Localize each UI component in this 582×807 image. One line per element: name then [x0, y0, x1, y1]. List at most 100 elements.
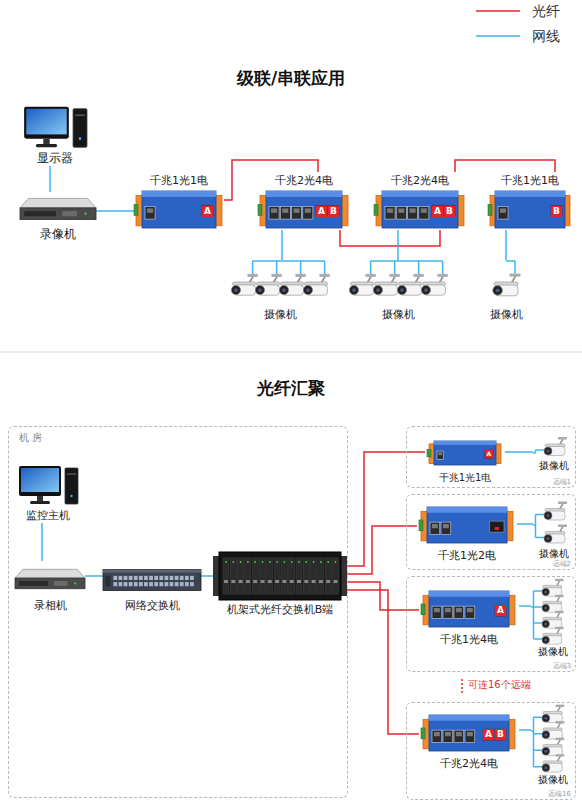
camera-group: 摄像机 — [232, 260, 328, 322]
port-holder: B — [444, 206, 455, 217]
device-label: 录像机 — [40, 227, 76, 241]
port-letter: B — [551, 206, 562, 217]
camera-group: 摄像机 — [533, 501, 575, 561]
network-cable — [96, 210, 134, 212]
legend-fiber-line — [476, 10, 520, 12]
note-text: 可连16个远端 — [468, 679, 531, 690]
device-label: 摄像机 — [539, 460, 569, 471]
device-label: 千兆2光4电 — [440, 757, 498, 770]
network-cable — [397, 230, 399, 260]
remote-site-box: 千兆1光1电 A 摄像机远端1 — [406, 426, 576, 488]
port-holder: B — [551, 206, 562, 217]
fiber-line — [340, 230, 440, 246]
device-label: 摄像机 — [538, 646, 568, 657]
device-label: 机架式光纤交换机B端 — [227, 603, 334, 616]
fiber-line — [347, 590, 419, 734]
label-holder: 远端3 — [553, 662, 571, 670]
remote-site-box: 千兆2光4电 AB 摄像机远端16 — [406, 702, 576, 800]
device-label: 千兆2光4电 — [275, 174, 333, 187]
section-title: 光纤汇聚 — [257, 378, 325, 398]
network-cable — [505, 230, 507, 260]
video-recorder: 录相机 — [15, 561, 85, 613]
device-label: 显示器 — [37, 151, 73, 165]
port-letter: A — [483, 729, 494, 740]
label-holder: 千兆1光2电 — [417, 549, 517, 562]
site-label: 远端2 — [553, 560, 571, 568]
media-converter: 千兆1光4电 A — [419, 589, 519, 647]
network-cable — [519, 729, 531, 731]
label-holder: 显示器 — [22, 151, 88, 165]
device-label: 摄像机 — [538, 774, 568, 785]
device-label: 录相机 — [34, 599, 67, 612]
media-converter: 千兆2光4电 AB — [419, 713, 519, 771]
camera-group: 摄像机 — [533, 437, 575, 473]
label-holder: 摄像机 — [531, 646, 575, 658]
camera-group: 摄像机 — [350, 260, 446, 322]
fiber-line — [455, 160, 555, 172]
port-letter: A — [432, 206, 443, 217]
device-label: 摄像机 — [539, 548, 569, 559]
label-holder: 摄像机 — [533, 548, 575, 560]
network-cable — [41, 523, 43, 561]
device-label: 千兆2光4电 — [391, 174, 449, 187]
port-holder: B — [495, 729, 506, 740]
label-holder: 远端16 — [548, 790, 571, 798]
legend-text: 网线 — [532, 28, 560, 44]
port-holder: A — [485, 450, 493, 458]
room-region: 监控主机录相机 网络交换机 机架式光纤交换机B端 机 房 — [8, 426, 348, 798]
remote-site-box: 千兆1光4电 A 摄像机远端3 — [406, 576, 576, 672]
device-label: 千兆1光4电 — [440, 633, 498, 646]
network-cable — [505, 451, 533, 453]
device-label: 摄像机 — [264, 308, 297, 321]
label-holder: 录相机 — [15, 599, 85, 612]
port-holder: A — [316, 206, 327, 217]
video-recorder: 录像机 — [20, 192, 96, 242]
label-holder: 千兆2光4电 — [258, 174, 350, 187]
label-holder: 网络交换机 — [103, 599, 201, 612]
device-label: 千兆1光1电 — [439, 472, 492, 483]
label-holder: 远端2 — [553, 560, 571, 568]
network-cable — [85, 575, 103, 577]
label-holder: 千兆1光1电 — [488, 174, 572, 187]
remote-site-box: 千兆1光2电 摄像机远端2 — [406, 494, 576, 570]
network-cable — [519, 605, 531, 607]
network-switch: 网络交换机 — [103, 561, 201, 613]
port-letter: B — [495, 729, 506, 740]
device-label: 网络交换机 — [125, 599, 180, 612]
site-label: 远端3 — [553, 662, 571, 670]
label-holder: 摄像机 — [533, 460, 575, 472]
media-converter: 千兆1光1电 A — [425, 439, 505, 485]
media-converter: 千兆1光1电A — [134, 172, 224, 230]
site-label: 远端16 — [548, 790, 571, 798]
port-holder: A — [432, 206, 443, 217]
port-holder: A — [202, 206, 213, 217]
media-converter: 千兆1光2电 — [417, 505, 517, 563]
device-label: 千兆1光2电 — [438, 549, 496, 562]
camera-group: 摄像机 — [531, 707, 575, 787]
label-holder: 摄像机 — [486, 308, 526, 321]
legend-text: 光纤 — [532, 3, 560, 19]
legend-entry: 网线 — [532, 27, 560, 45]
label-holder: 摄像机 — [531, 774, 575, 786]
legend-entry: 光纤 — [532, 2, 560, 20]
media-converter: 千兆1光1电 B — [488, 172, 572, 230]
label-holder: 远端1 — [553, 478, 571, 486]
rack-converter: 机架式光纤交换机B端 — [213, 549, 347, 617]
region-label: 机 房 — [19, 432, 42, 443]
label-holder: 摄像机 — [350, 308, 446, 321]
section-divider — [0, 352, 582, 353]
section-title: 级联/串联应用 — [237, 68, 345, 88]
label-holder: 录像机 — [20, 227, 96, 241]
port-letter: A — [495, 605, 506, 616]
device-label: 摄像机 — [382, 308, 415, 321]
port-letter: A — [485, 450, 493, 458]
label-holder: 监控主机 — [17, 509, 79, 522]
media-converter: 千兆2光4电AB — [258, 172, 350, 230]
port-letter: B — [444, 206, 455, 217]
label-holder: 光纤汇聚 — [0, 378, 582, 398]
port-letter: A — [316, 206, 327, 217]
monitor-device: 监控主机 — [17, 463, 79, 523]
port-letter: A — [202, 206, 213, 217]
more-marker — [461, 679, 463, 694]
label-holder: 可连16个远端 — [468, 679, 531, 691]
